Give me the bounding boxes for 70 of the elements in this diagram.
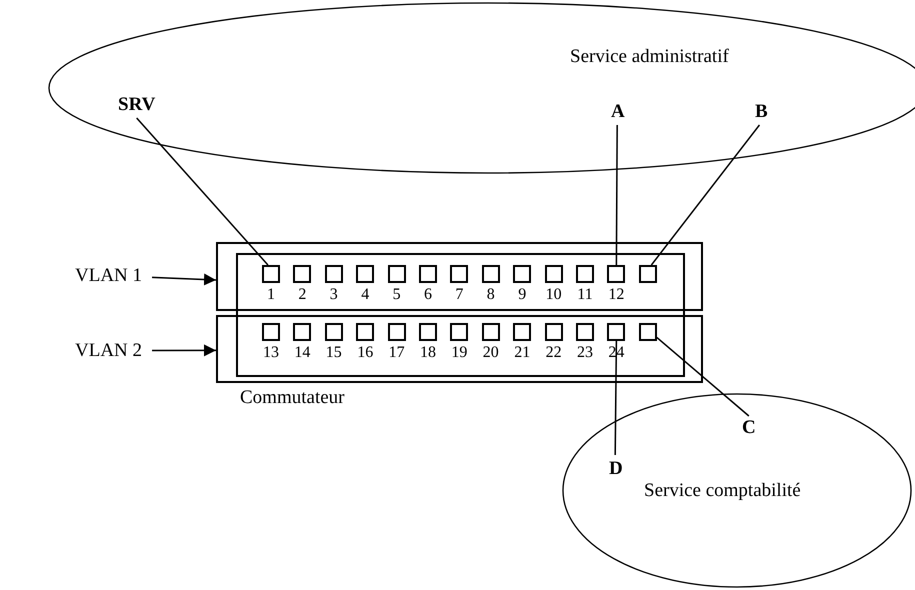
port-number: 13 (263, 345, 279, 361)
callout-letter: C (742, 418, 756, 437)
leader-line (650, 124, 760, 266)
port-square (482, 323, 500, 341)
port-square (638, 323, 657, 341)
leader-line (136, 118, 268, 266)
port-square (293, 323, 312, 341)
callout-letter: A (611, 102, 625, 121)
switch-frame (236, 253, 685, 377)
port-number: 21 (514, 345, 530, 361)
port-number: 9 (518, 287, 526, 303)
port-square (293, 265, 312, 283)
port-square (262, 323, 280, 341)
port-number: 20 (482, 345, 499, 361)
port-number: 7 (455, 287, 464, 303)
port-number: 18 (420, 345, 436, 361)
leader-line (656, 336, 750, 417)
port-number: 1 (267, 287, 275, 303)
vlan-label: VLAN 1 (75, 266, 142, 285)
port-row-frame (216, 242, 703, 311)
port-square (419, 265, 437, 283)
port-square (388, 323, 406, 341)
port-number: 14 (294, 345, 310, 361)
port-square (388, 265, 406, 283)
port-number: 17 (388, 345, 405, 361)
port-square (450, 265, 468, 283)
port-square (544, 265, 563, 283)
port-square (482, 265, 500, 283)
port-square (607, 323, 626, 341)
port-number: 23 (577, 345, 593, 361)
port-number: 3 (330, 287, 338, 303)
port-square (576, 323, 594, 341)
port-square (607, 265, 626, 283)
switch-label: Commutateur (240, 388, 344, 407)
leader-line (614, 341, 618, 455)
port-number: 22 (546, 345, 562, 361)
port-square (324, 323, 343, 341)
port-square (419, 323, 437, 341)
port-square (262, 265, 280, 283)
port-number: 15 (326, 345, 342, 361)
port-square (356, 265, 374, 283)
port-square (513, 323, 532, 341)
port-square (324, 265, 343, 283)
port-number: 19 (451, 345, 468, 361)
port-number: 16 (357, 345, 374, 361)
port-square (356, 323, 374, 341)
port-square (638, 265, 657, 283)
service-name: Service comptabilité (644, 481, 801, 500)
port-row-frame (216, 315, 703, 383)
service-name: Service administratif (570, 47, 729, 66)
leader-line (616, 125, 618, 265)
port-number: 8 (486, 287, 495, 303)
port-square (513, 265, 532, 283)
callout-letter: D (609, 459, 623, 478)
port-number: 2 (298, 287, 306, 303)
server-label: SRV (118, 95, 156, 114)
port-number: 6 (424, 287, 432, 303)
port-number: 11 (577, 287, 593, 303)
service-ellipse (562, 393, 912, 588)
callout-letter: B (755, 102, 768, 121)
port-square (576, 265, 594, 283)
port-number: 4 (361, 287, 370, 303)
port-number: 10 (546, 287, 562, 303)
port-number: 5 (392, 287, 401, 303)
vlan-label: VLAN 2 (75, 341, 142, 360)
arrow (152, 344, 216, 356)
port-square (544, 323, 563, 341)
port-square (450, 323, 468, 341)
port-number: 12 (608, 287, 624, 303)
arrow (152, 273, 216, 286)
